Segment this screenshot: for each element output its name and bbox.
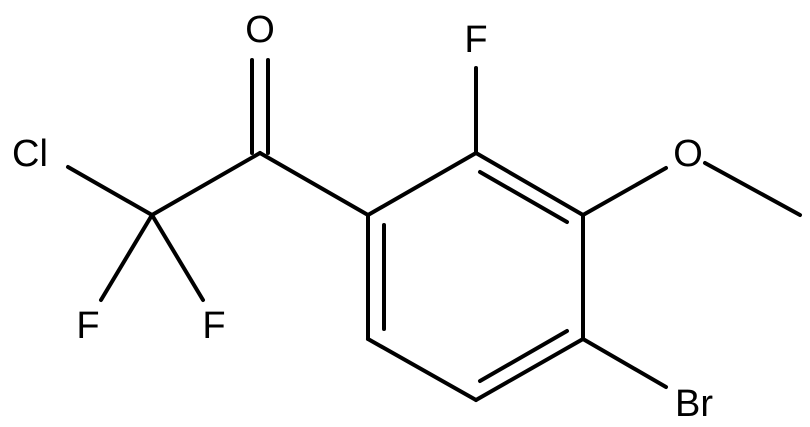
bond-c-f-left	[99, 213, 154, 302]
atom-label-methoxy-oxygen: O	[673, 133, 703, 175]
bond-carbonyl-ring	[258, 151, 370, 217]
bonds	[66, 58, 802, 402]
bond-c-f-right	[150, 213, 205, 302]
bond-ring-c5-c6	[366, 337, 478, 402]
atom-label-fluorine-right: F	[202, 305, 225, 347]
bond-ring-c1-c2	[366, 151, 478, 217]
atom-labels: O Cl F F F O Br	[12, 9, 713, 425]
bond-ring-br	[581, 337, 668, 389]
atom-label-fluorine-left: F	[76, 305, 99, 347]
atom-label-carbonyl-oxygen: O	[245, 9, 275, 51]
bond-ring-o	[581, 166, 668, 217]
bond-ring-c4-c5-inner	[478, 329, 569, 383]
bond-carbonyl-cf2cl	[150, 151, 262, 217]
bond-c-cl	[66, 165, 154, 217]
atom-label-fluorine-ring: F	[464, 19, 487, 61]
bond-ring-c2-c3	[474, 151, 585, 217]
bond-o-methyl	[703, 161, 802, 217]
atom-label-chlorine: Cl	[12, 133, 48, 175]
bond-ring-c4-c5	[474, 337, 585, 402]
atom-label-bromine: Br	[675, 383, 713, 425]
bond-ring-c2-c3-inner	[478, 170, 569, 224]
